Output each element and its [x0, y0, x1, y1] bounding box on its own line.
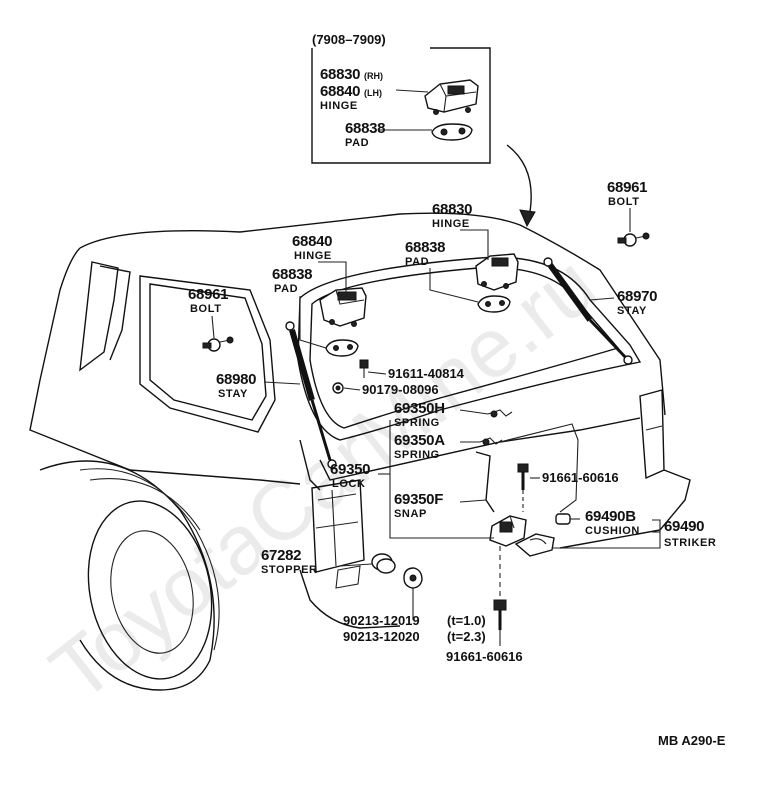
callout-bolt-left-name: BOLT	[190, 303, 222, 315]
callout-bolt-upper: 91661-60616	[530, 470, 619, 485]
hinge-rh-part	[475, 253, 519, 291]
tail-lamp-right	[639, 389, 665, 480]
inset-date-range: (7908–7909)	[312, 32, 386, 47]
callout-spring-a: 69350A SPRING	[394, 432, 480, 461]
hinge-lh-part	[319, 287, 367, 327]
callout-pad-right: 68838 PAD	[405, 239, 479, 303]
callout-hinge-rh-number: 68830	[432, 201, 472, 218]
tail-lamp-left	[311, 479, 365, 573]
striker-part	[514, 533, 555, 557]
inset-hinge-name: HINGE	[320, 100, 358, 112]
callout-stopper: 67282 STOPPER	[261, 547, 373, 576]
callout-bolt-right-number: 68961	[607, 179, 647, 196]
inset-hinge-lh-suffix: (LH)	[364, 88, 382, 98]
callout-bolt-91611-number: 91611-40814	[388, 366, 465, 381]
nut-90179-part	[332, 382, 344, 394]
shim-part	[403, 567, 423, 589]
callout-lock: 69350 LOCK	[330, 461, 390, 490]
arrow-head-icon	[519, 209, 536, 228]
callout-shim-1-note: (t=1.0)	[447, 613, 486, 628]
bolt-upper-part	[517, 463, 529, 512]
lock-part	[489, 515, 527, 547]
bolt-right-part	[617, 232, 650, 247]
stay-right-part	[543, 257, 633, 365]
callout-stay-right-name: STAY	[617, 305, 647, 317]
stopper-part	[371, 553, 396, 574]
callout-striker-number: 69490	[664, 518, 704, 535]
callout-lock-name: LOCK	[332, 478, 366, 490]
callout-bolt-left: 68961 BOLT	[188, 286, 229, 339]
callout-cushion-number: 69490B	[585, 508, 636, 525]
callout-spring-h-number: 69350H	[394, 400, 445, 417]
cushion-part	[555, 513, 580, 525]
bolt-91611-part	[359, 359, 369, 378]
inset-hinge-rh-suffix: (RH)	[364, 71, 383, 81]
spring-a-part	[479, 437, 503, 446]
inset-hinge-lh-number: 68840	[320, 83, 360, 100]
inset-panel: (7908–7909) 68830 (RH) 68840 (LH) HINGE …	[311, 32, 491, 164]
callout-bolt-right: 68961 BOLT	[607, 179, 648, 232]
callout-hinge-lh: 68840 HINGE	[292, 233, 347, 292]
bolt-lower-part	[493, 599, 507, 630]
callout-shims: 90213-12019 (t=1.0) 90213-12020 (t=2.3)	[343, 588, 486, 644]
callout-hinge-rh-name: HINGE	[432, 218, 470, 230]
callout-cushion: 69490B CUSHION	[585, 508, 640, 537]
callout-snap-number: 69350F	[394, 491, 443, 508]
inset-pointer-arrow	[506, 144, 532, 223]
stay-left-part	[285, 321, 337, 469]
callout-pad-right-name: PAD	[405, 256, 429, 268]
callout-nut-90179: 90179-08096	[343, 382, 439, 397]
bolt-left-part	[202, 336, 234, 352]
callout-bolt-upper-number: 91661-60616	[542, 470, 619, 485]
callout-spring-a-name: SPRING	[394, 449, 440, 461]
callout-spring-h-name: SPRING	[394, 417, 440, 429]
callout-stay-left-name: STAY	[218, 388, 248, 400]
callout-stay-right: 68970 STAY	[589, 288, 658, 317]
callout-snap: 69350F SNAP	[394, 491, 487, 520]
callout-pad-left-name: PAD	[274, 283, 298, 295]
callout-pad-right-number: 68838	[405, 239, 445, 256]
inset-hinge-illustration	[424, 79, 479, 115]
callout-hinge-lh-name: HINGE	[294, 250, 332, 262]
callout-spring-h: 69350H SPRING	[394, 400, 489, 429]
callout-spring-a-number: 69350A	[394, 432, 445, 449]
callout-hinge-rh: 68830 HINGE	[432, 201, 489, 260]
callout-stopper-number: 67282	[261, 547, 301, 564]
callout-striker-name: STRIKER	[664, 537, 716, 549]
callout-shim-1-number: 90213-12019	[343, 613, 420, 628]
callout-bracket-lock-group	[389, 420, 494, 539]
callout-striker: 69490 STRIKER	[552, 518, 716, 549]
callout-nut-90179-number: 90179-08096	[362, 382, 439, 397]
inset-hinge-rh-number: 68830	[320, 66, 360, 83]
inset-pad-illustration	[431, 123, 473, 141]
callout-bolt-lower-number: 91661-60616	[446, 649, 523, 664]
spring-h-part	[487, 409, 513, 418]
model-code: MB A290-E	[658, 733, 726, 748]
callout-stay-left-number: 68980	[216, 371, 256, 388]
pad-left-part	[325, 339, 359, 357]
rear-wheel	[39, 460, 220, 691]
callout-stay-right-number: 68970	[617, 288, 657, 305]
callout-stopper-name: STOPPER	[261, 564, 318, 576]
pad-right-part	[477, 295, 511, 313]
inset-pad-name: PAD	[345, 137, 369, 149]
callout-shim-2-number: 90213-12020	[343, 629, 420, 644]
callout-bolt-left-number: 68961	[188, 286, 228, 303]
callout-pad-left-number: 68838	[272, 266, 312, 283]
callout-bolt-right-name: BOLT	[608, 196, 640, 208]
callout-bolt-lower: 91661-60616	[446, 630, 523, 664]
callout-snap-name: SNAP	[394, 508, 427, 520]
callout-pad-left: 68838 PAD	[272, 266, 327, 349]
callout-lock-number: 69350	[330, 461, 370, 478]
inset-pad-number: 68838	[345, 120, 385, 137]
callout-shim-2-note: (t=2.3)	[447, 629, 486, 644]
callout-bolt-91611: 91611-40814	[367, 366, 465, 381]
callout-stay-left: 68980 STAY	[216, 371, 301, 400]
snap-rod-part	[475, 451, 495, 513]
callout-hinge-lh-number: 68840	[292, 233, 332, 250]
callout-cushion-name: CUSHION	[585, 525, 640, 537]
